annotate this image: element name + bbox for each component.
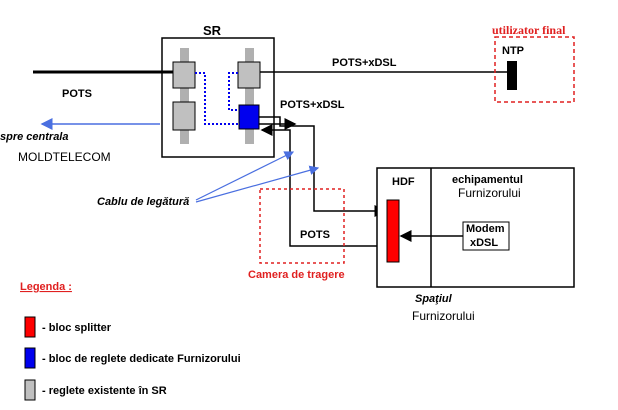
sr-strip-left [180,48,189,144]
pots-xdsl-line-mid [259,116,387,217]
existing-block-top-left [172,61,196,89]
label-modem-line1: Modem [466,223,505,235]
legend-item-splitter: - bloc splitter [42,322,112,334]
modem-box [462,221,510,251]
label-ntp: NTP [502,45,524,57]
end-user-box [494,36,575,103]
label-pots-xdsl-mid: POTS+xDSL [280,99,345,111]
label-pots-bottom: POTS [300,229,330,241]
label-chamber: Camera de tragere [248,269,345,281]
existing-block-bottom-left [172,101,196,131]
label-equipment-line1: echipamentul [452,174,523,186]
label-space-line1: Spaţiul [415,293,453,305]
legend-item-existing: - reglete existente în SR [42,385,167,397]
label-cable: Cablu de legătură [97,196,189,208]
label-pots-xdsl-top: POTS+xDSL [332,57,397,69]
cable-arrow-1 [195,151,295,201]
legend-item-dedicated: - bloc de reglete dedicate Furnizorului [42,353,241,365]
label-pots-left: POTS [62,88,92,100]
sr-box [161,37,275,158]
pots-line-bottom [260,124,387,247]
label-modem-line2: xDSL [470,237,498,249]
existing-block-top-right [237,61,261,89]
label-hdf: HDF [392,176,415,188]
splitter-block [386,199,400,263]
legend-gray-block-icon [24,379,36,401]
jumper-dotted-left [195,72,239,125]
label-central-line1: spre centrala [0,131,68,143]
label-space-line2: Furnizorului [412,309,475,323]
label-end-user: utilizator final [492,23,566,37]
legend-title: Legenda : [20,281,72,293]
sr-strip-right [245,48,254,144]
ntp-device [507,61,517,90]
dedicated-block [238,104,260,130]
jumper-dotted-right [228,72,239,111]
label-central-line2: MOLDTELECOM [18,150,111,164]
legend-blue-block-icon [24,347,36,369]
chamber-box [259,188,345,264]
cable-arrow-2 [195,165,320,203]
sr-title: SR [203,23,222,38]
legend-red-block-icon [24,316,36,338]
label-equipment-line2: Furnizorului [458,186,521,200]
